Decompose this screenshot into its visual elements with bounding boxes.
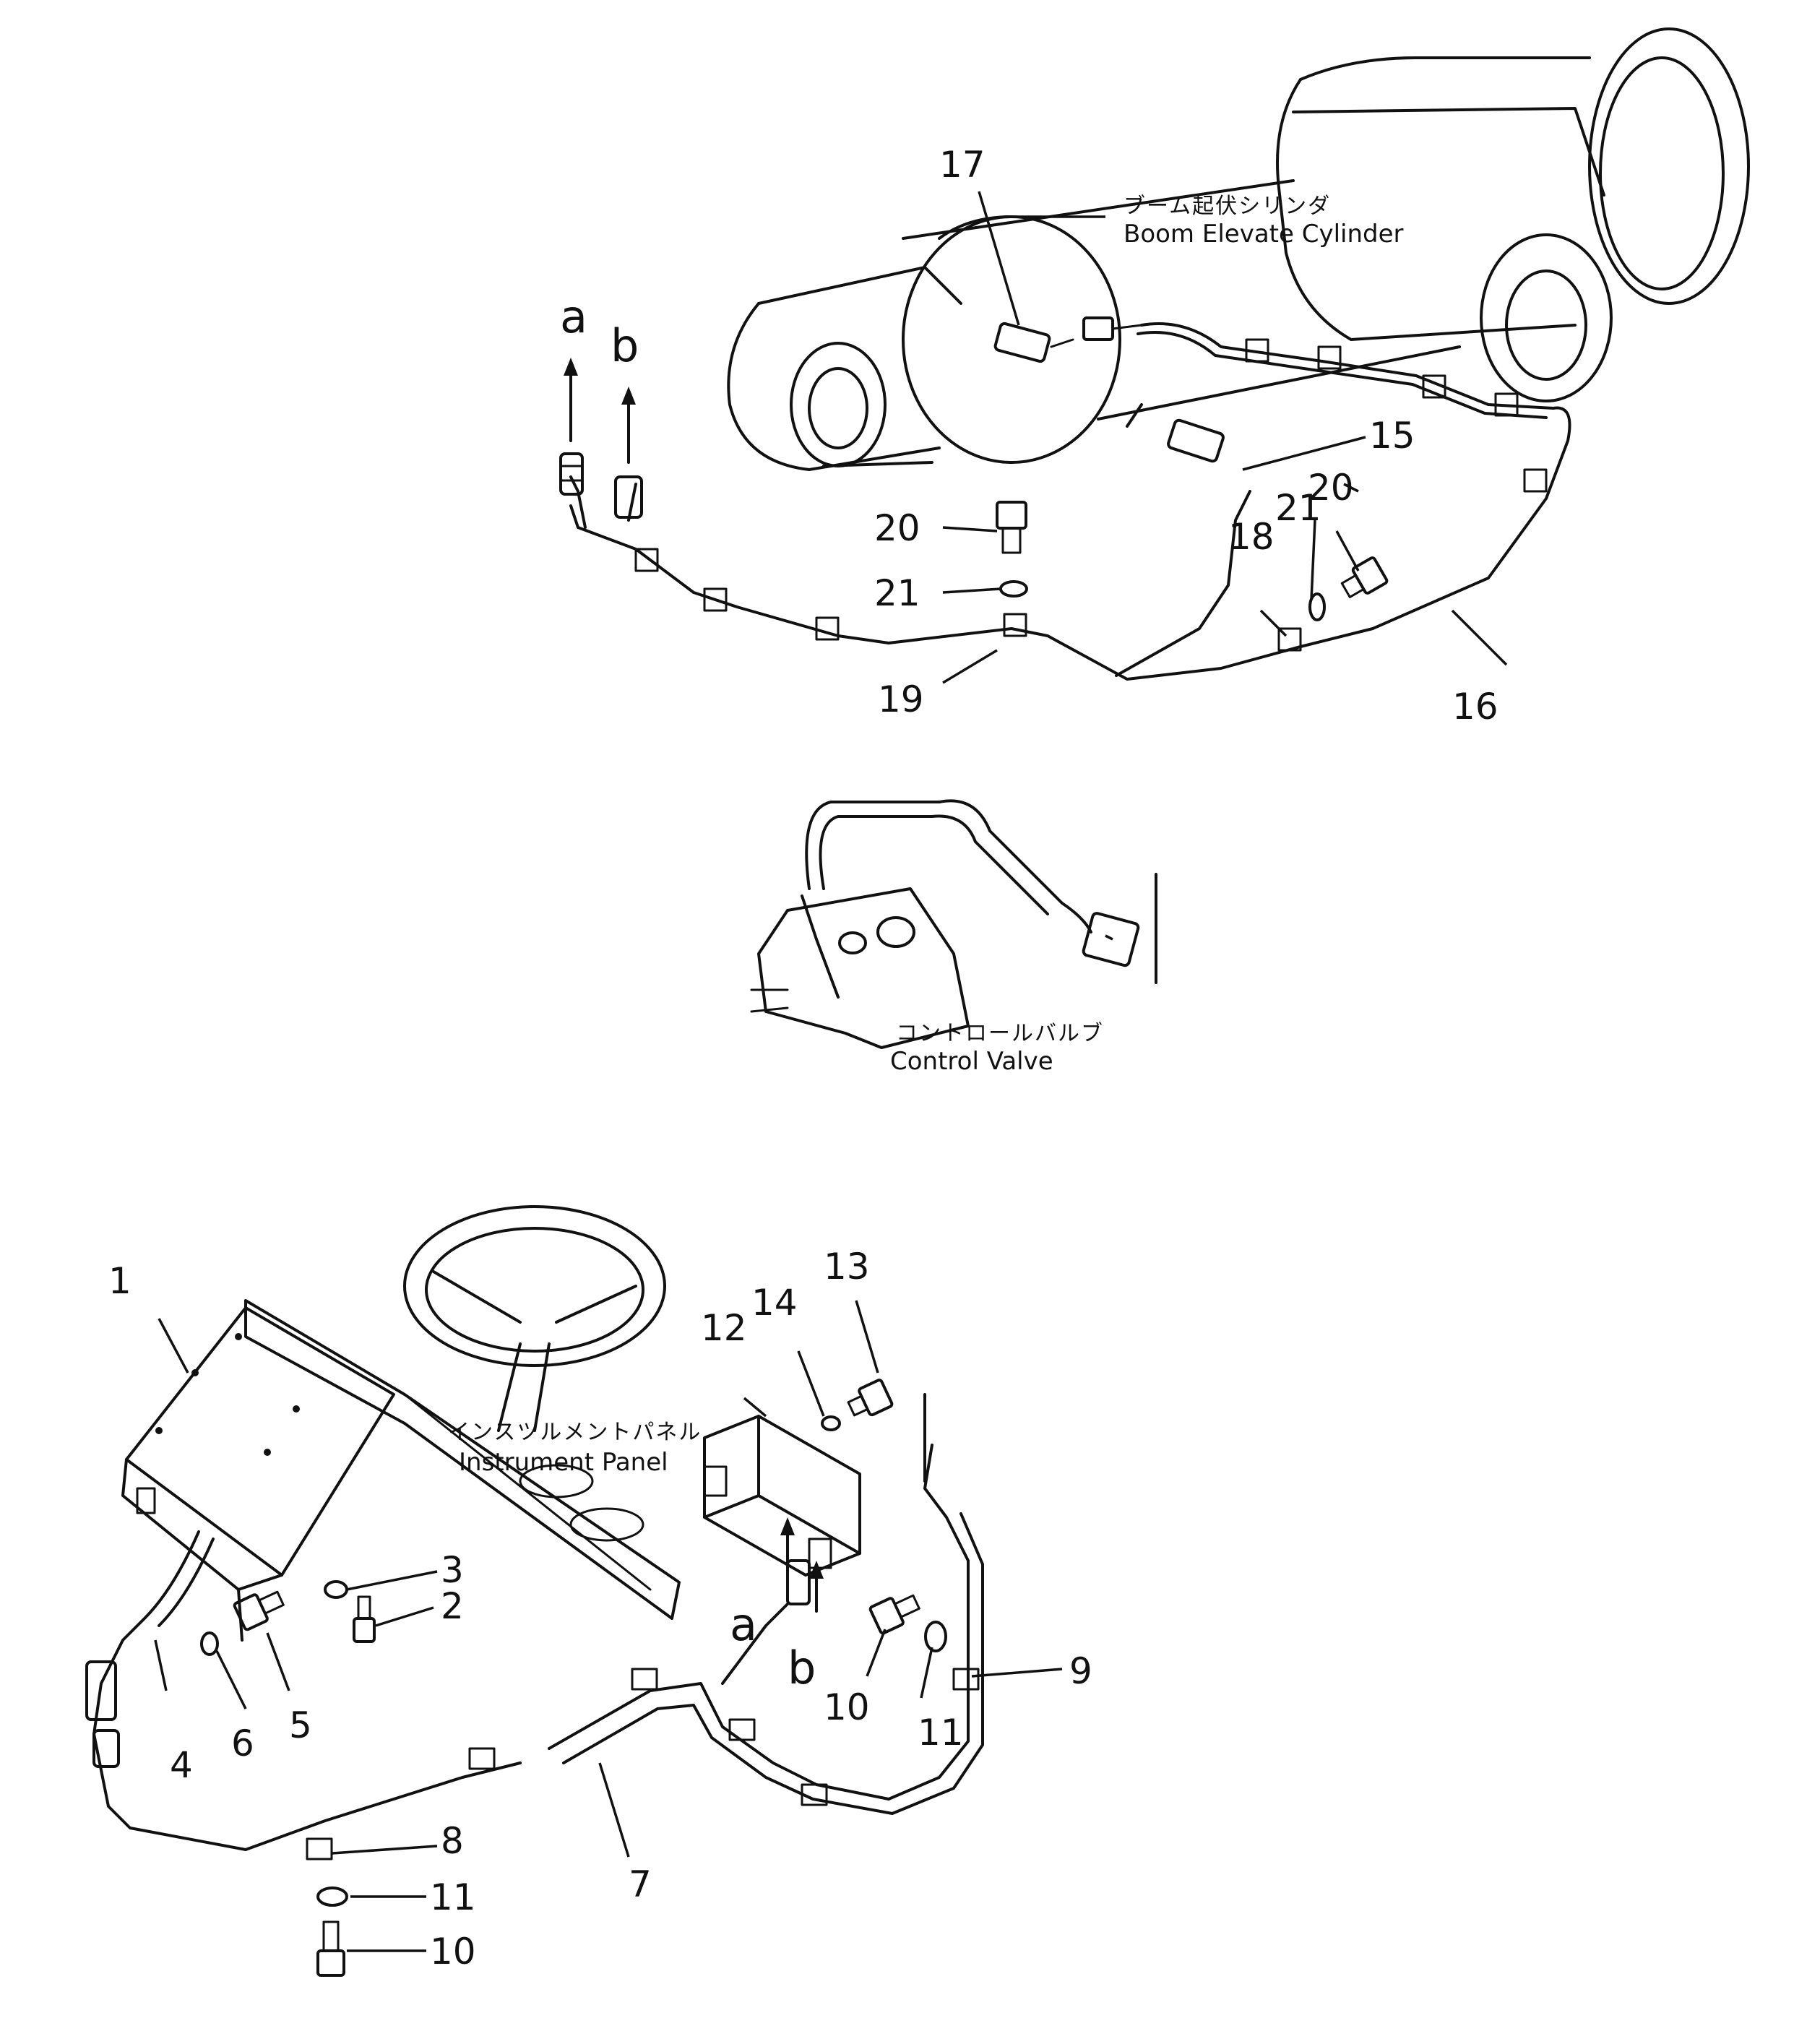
callout-11-left: 11	[430, 1876, 476, 1918]
callout-8: 8	[441, 1820, 464, 1862]
callout-19: 19	[878, 678, 924, 720]
leader-lines	[154, 191, 1508, 1952]
callout-11-right: 11	[918, 1712, 964, 1754]
sensor-icon	[993, 316, 1143, 363]
washer-icon	[316, 1886, 348, 1907]
callout-4: 4	[170, 1744, 193, 1786]
washer-icon	[200, 1631, 219, 1656]
caption-cylinder-jp: ブーム起伏シリンダ	[1124, 194, 1331, 219]
bolt-icon	[868, 1594, 920, 1635]
fitting-icon	[1167, 418, 1225, 463]
callout-1: 1	[108, 1260, 131, 1302]
callout-21-right: 21	[1275, 487, 1321, 529]
callout-20-right: 20	[1308, 467, 1354, 509]
caption-panel-en: Instrument Panel	[459, 1448, 668, 1477]
callout-9: 9	[1069, 1650, 1092, 1692]
bolt-icon	[316, 1920, 345, 1977]
callout-5: 5	[289, 1704, 312, 1746]
connector-letter-b-upper: b	[611, 319, 639, 372]
control-module	[703, 1415, 861, 1577]
clamp-icon	[306, 1668, 980, 1860]
instrument-panel	[121, 1205, 681, 1642]
bolt-icon	[847, 1379, 894, 1417]
caption-cylinder-en: Boom Elevate Cylinder	[1124, 220, 1404, 249]
callout-12: 12	[701, 1307, 747, 1349]
clamp-icon	[634, 338, 1548, 652]
tube-connector-a	[559, 452, 584, 496]
callout-21-left: 21	[874, 572, 920, 614]
callout-14: 14	[751, 1282, 798, 1324]
callout-16: 16	[1452, 686, 1498, 728]
bolt-icon	[353, 1595, 376, 1643]
boom-elevate-cylinder	[727, 27, 1750, 471]
tube-connector-b	[614, 475, 643, 519]
caption-valve-en: Control Valve	[890, 1047, 1053, 1076]
control-valve	[750, 799, 1157, 1049]
callout-7: 7	[629, 1863, 652, 1905]
callout-20-left: 20	[874, 507, 920, 549]
wire-harness-icon	[85, 1393, 984, 1851]
callout-18: 18	[1228, 516, 1275, 558]
hose-icon	[569, 322, 1571, 681]
connector-letter-a-upper: a	[560, 290, 587, 343]
callout-15: 15	[1369, 415, 1415, 457]
callout-3: 3	[441, 1549, 464, 1591]
washer-icon	[924, 1621, 947, 1652]
connector-letter-b-lower: b	[788, 1642, 816, 1694]
connector-letter-a-lower: a	[730, 1598, 757, 1651]
washer-icon	[821, 1415, 841, 1431]
washer-icon	[1308, 592, 1326, 621]
washer-icon	[324, 1580, 348, 1599]
caption-valve-jp: コントロールバルブ	[896, 1021, 1104, 1046]
bolt-icon	[1340, 556, 1389, 598]
bolt-icon	[996, 501, 1027, 554]
callout-2: 2	[441, 1585, 464, 1627]
callout-6: 6	[231, 1722, 254, 1764]
caption-panel-jp: インスツルメントパネル	[448, 1420, 702, 1445]
callout-13: 13	[824, 1246, 870, 1288]
callout-10-right: 10	[824, 1686, 870, 1728]
washer-icon	[999, 580, 1028, 598]
callout-10-left: 10	[430, 1931, 476, 1972]
bolt-icon	[233, 1590, 285, 1631]
callout-17: 17	[939, 144, 986, 186]
